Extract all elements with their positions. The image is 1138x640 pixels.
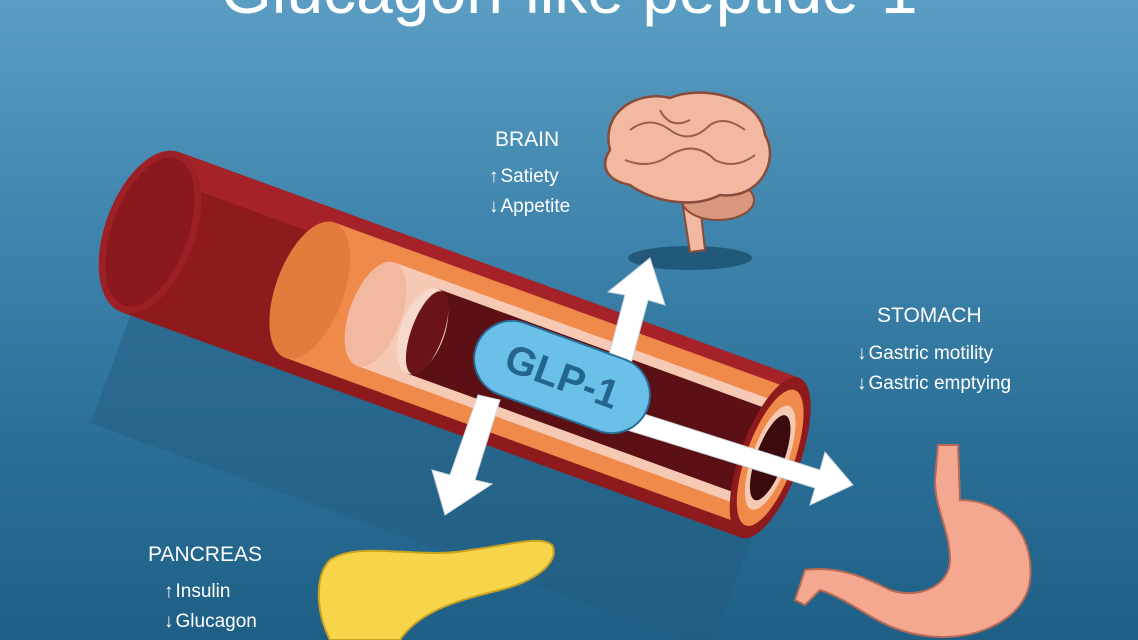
- arrow-to-stomach: [594, 399, 854, 506]
- stomach-label: STOMACH: [877, 304, 982, 327]
- pancreas-icon: [317, 539, 555, 640]
- brain-label: BRAIN: [495, 128, 560, 151]
- brain-shadow: [628, 246, 752, 270]
- arrow-down-icon: ↓: [164, 611, 174, 632]
- arrow-down-icon: ↓: [857, 373, 867, 394]
- stomach-effect-emptying: ↓Gastric emptying: [857, 373, 1012, 394]
- brain-effect-appetite: ↓Appetite: [489, 196, 571, 217]
- brain-effect-satiety: ↑Satiety: [489, 166, 559, 187]
- stomach-icon: [793, 444, 1032, 638]
- arrow-up-icon: ↑: [164, 581, 174, 602]
- arrow-down-icon: ↓: [857, 343, 867, 364]
- brain-icon: [604, 91, 772, 254]
- pancreas-effect-insulin: ↑Insulin: [164, 581, 231, 602]
- arrow-up-icon: ↑: [489, 166, 499, 187]
- arrow-down-icon: ↓: [489, 196, 499, 217]
- arrows: [431, 257, 854, 516]
- pancreas-effect-glucagon: ↓Glucagon: [164, 611, 257, 632]
- stomach-effect-motility: ↓Gastric motility: [857, 343, 994, 364]
- arrow-to-pancreas: [431, 394, 501, 516]
- page-title: Glucagon-like peptide-1: [0, 0, 1138, 28]
- pancreas-label: PANCREAS: [148, 543, 262, 566]
